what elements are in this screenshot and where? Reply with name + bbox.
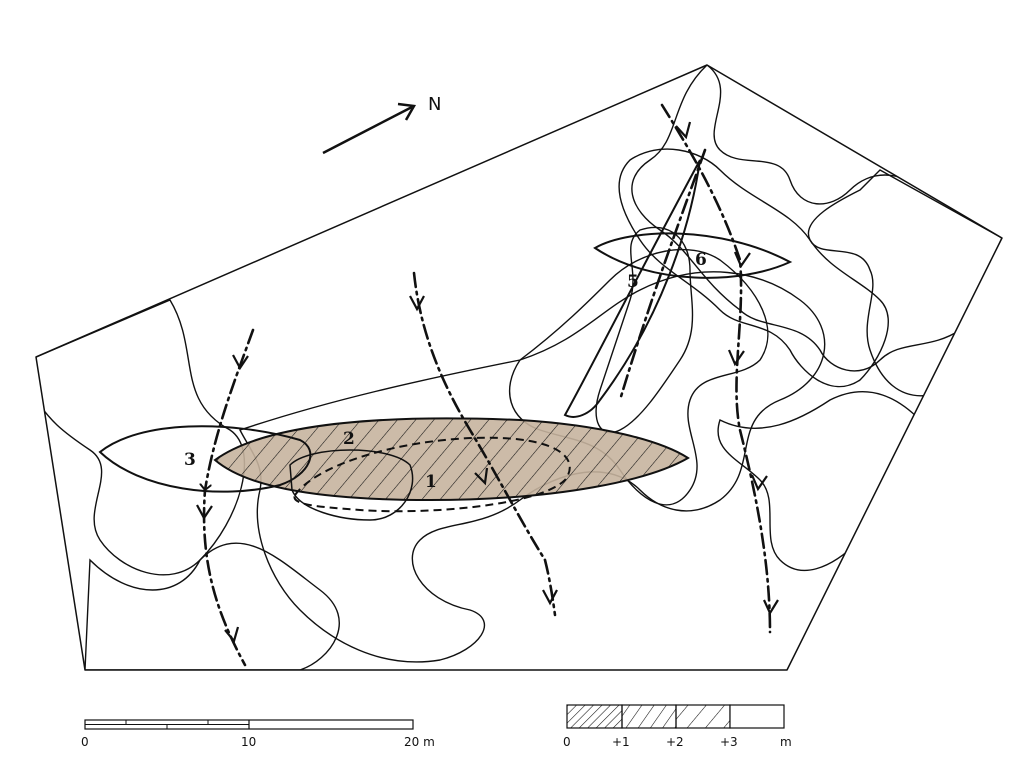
legend-class-0	[566, 704, 623, 729]
feature-5-outline	[563, 159, 701, 418]
flow-line-2	[412, 271, 557, 617]
legend-class-1	[621, 704, 677, 729]
flow-arrow-3d	[750, 474, 768, 492]
scale-bar: 0 10 20 m	[81, 719, 435, 749]
north-label: N	[428, 94, 441, 115]
feature-1-outline	[293, 436, 571, 513]
legend-unit: m	[780, 735, 792, 749]
site-boundary	[35, 64, 1003, 671]
zone-sparse-center	[239, 271, 826, 663]
flow-arrow-2b	[474, 467, 489, 486]
zone-sparse-west	[36, 299, 246, 576]
legend-tick-0: 0	[563, 735, 571, 749]
flow-arrow-3e	[763, 599, 779, 616]
feature-label-3: 3	[184, 450, 196, 470]
flow-line-4	[618, 148, 707, 402]
feature-6-outline	[593, 232, 793, 279]
feature-label-1: 1	[425, 472, 437, 492]
flow-arrow-1b	[196, 504, 213, 521]
elevation-legend: 0 +1 +2 +3 m	[563, 704, 792, 749]
feature-label-2: 2	[343, 429, 355, 449]
legend-class-2	[675, 704, 731, 729]
zone-dense-center	[595, 226, 694, 434]
feature-1-inner	[289, 449, 414, 521]
zone-dense-northeast	[807, 169, 1002, 397]
legend-tick-1: +1	[612, 735, 630, 749]
flow-arrow-3b	[733, 251, 751, 269]
feature-3-outline	[98, 425, 312, 493]
zone-sparse-north	[631, 65, 1002, 372]
feature-2-hatch	[215, 418, 688, 500]
scale-tick-10: 10	[241, 735, 256, 749]
zone-sparse-south	[84, 542, 340, 670]
zone-mid-north	[618, 148, 889, 388]
feature-label-6: 6	[695, 250, 707, 270]
legend-tick-3: +3	[720, 735, 738, 749]
flow-arrow-2c	[542, 589, 558, 606]
feature-label-5: 5	[627, 272, 639, 292]
flow-line-1	[204, 328, 255, 667]
flow-arrow-1c	[224, 626, 240, 644]
north-arrow-shaft	[322, 105, 413, 155]
flow-arrow-3a	[675, 121, 692, 140]
legend-tick-2: +2	[666, 735, 684, 749]
flow-arrow-1a	[232, 354, 249, 371]
zone-mid-southeast	[717, 391, 921, 572]
flow-arrow-2a	[409, 295, 425, 312]
north-arrow: N	[322, 94, 441, 155]
flow-arrow-3c	[727, 349, 745, 367]
north-arrow-head	[397, 102, 417, 121]
scale-tick-20: 20 m	[404, 735, 435, 749]
legend-class-3	[729, 704, 785, 729]
flow-arrows	[196, 121, 779, 644]
scale-tick-0: 0	[81, 735, 89, 749]
flow-line-3	[660, 103, 772, 634]
elevation-zones	[36, 65, 1002, 670]
